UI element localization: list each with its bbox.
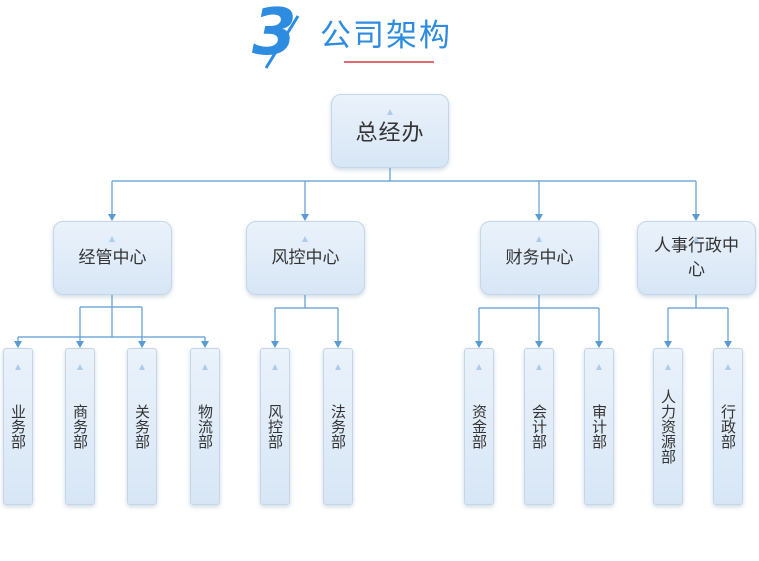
center-arrow bbox=[108, 214, 116, 221]
box-tip-marker bbox=[139, 364, 145, 370]
org-dept-kuaiji: 会计部 bbox=[524, 348, 554, 505]
org-dept-label: 人力资源部 bbox=[659, 389, 677, 464]
section-number-3: 3 bbox=[252, 0, 300, 70]
box-tip-marker bbox=[272, 364, 278, 370]
org-dept-guanwu: 关务部 bbox=[127, 348, 157, 505]
box-tip-marker bbox=[596, 364, 602, 370]
dept-arrow bbox=[271, 341, 279, 348]
box-tip-marker bbox=[536, 236, 542, 242]
org-dept-label: 业务部 bbox=[9, 404, 27, 449]
org-dept-shenji: 审计部 bbox=[584, 348, 614, 505]
dept-arrow bbox=[475, 341, 483, 348]
org-center-renshi-xingzheng: 人事行政中心 bbox=[637, 221, 756, 295]
box-tip-marker bbox=[77, 364, 83, 370]
box-tip-marker bbox=[387, 109, 393, 115]
dept-arrow bbox=[334, 341, 342, 348]
box-tip-marker bbox=[536, 364, 542, 370]
section-number-slash bbox=[264, 15, 300, 69]
org-dept-label: 风控部 bbox=[266, 404, 284, 449]
box-tip-marker bbox=[109, 236, 115, 242]
section-number-text: 3 bbox=[252, 0, 297, 70]
org-center-label: 经管中心 bbox=[78, 248, 147, 268]
center-arrow bbox=[535, 214, 543, 221]
title-underline bbox=[344, 61, 434, 63]
org-center-label: 财务中心 bbox=[505, 248, 574, 268]
org-center-label: 风控中心 bbox=[271, 248, 340, 268]
org-dept-label: 资金部 bbox=[470, 404, 488, 449]
box-tip-marker bbox=[725, 364, 731, 370]
dept-arrow bbox=[201, 341, 209, 348]
org-dept-yewu: 业务部 bbox=[3, 348, 33, 505]
dept-arrow bbox=[76, 341, 84, 348]
center-arrow bbox=[692, 214, 700, 221]
org-dept-label: 关务部 bbox=[133, 404, 151, 449]
org-dept-renli-ziyuan: 人力资源部 bbox=[653, 348, 683, 505]
dept-arrow bbox=[664, 341, 672, 348]
dept-arrow bbox=[724, 341, 732, 348]
org-node-root-label: 总经办 bbox=[355, 121, 425, 146]
box-tip-marker bbox=[476, 364, 482, 370]
org-center-fengkong: 风控中心 bbox=[246, 221, 365, 295]
org-center-jingguan: 经管中心 bbox=[53, 221, 172, 295]
org-dept-fawu: 法务部 bbox=[323, 348, 353, 505]
box-tip-marker bbox=[302, 236, 308, 242]
dept-arrow bbox=[535, 341, 543, 348]
org-dept-label: 法务部 bbox=[329, 404, 347, 449]
org-dept-label: 商务部 bbox=[71, 404, 89, 449]
org-dept-label: 行政部 bbox=[719, 404, 737, 449]
center-arrow bbox=[301, 214, 309, 221]
box-tip-marker bbox=[202, 364, 208, 370]
org-dept-label: 会计部 bbox=[530, 404, 548, 449]
dept-arrow bbox=[14, 341, 22, 348]
org-dept-wuliu: 物流部 bbox=[190, 348, 220, 505]
org-dept-zijin: 资金部 bbox=[464, 348, 494, 505]
org-dept-fengkong: 风控部 bbox=[260, 348, 290, 505]
org-center-label: 人事行政中心 bbox=[654, 236, 739, 280]
org-dept-xingzheng: 行政部 bbox=[713, 348, 743, 505]
org-dept-shangwu: 商务部 bbox=[65, 348, 95, 505]
page-title: 公司架构 bbox=[320, 18, 452, 54]
box-tip-marker bbox=[15, 364, 21, 370]
dept-arrow bbox=[595, 341, 603, 348]
box-tip-marker bbox=[335, 364, 341, 370]
org-node-root: 总经办 bbox=[331, 94, 449, 168]
org-dept-label: 审计部 bbox=[590, 404, 608, 449]
org-center-caiwu: 财务中心 bbox=[480, 221, 599, 295]
org-dept-label: 物流部 bbox=[196, 404, 214, 449]
box-tip-marker bbox=[693, 236, 699, 242]
box-tip-marker bbox=[665, 364, 671, 370]
dept-arrow bbox=[138, 341, 146, 348]
